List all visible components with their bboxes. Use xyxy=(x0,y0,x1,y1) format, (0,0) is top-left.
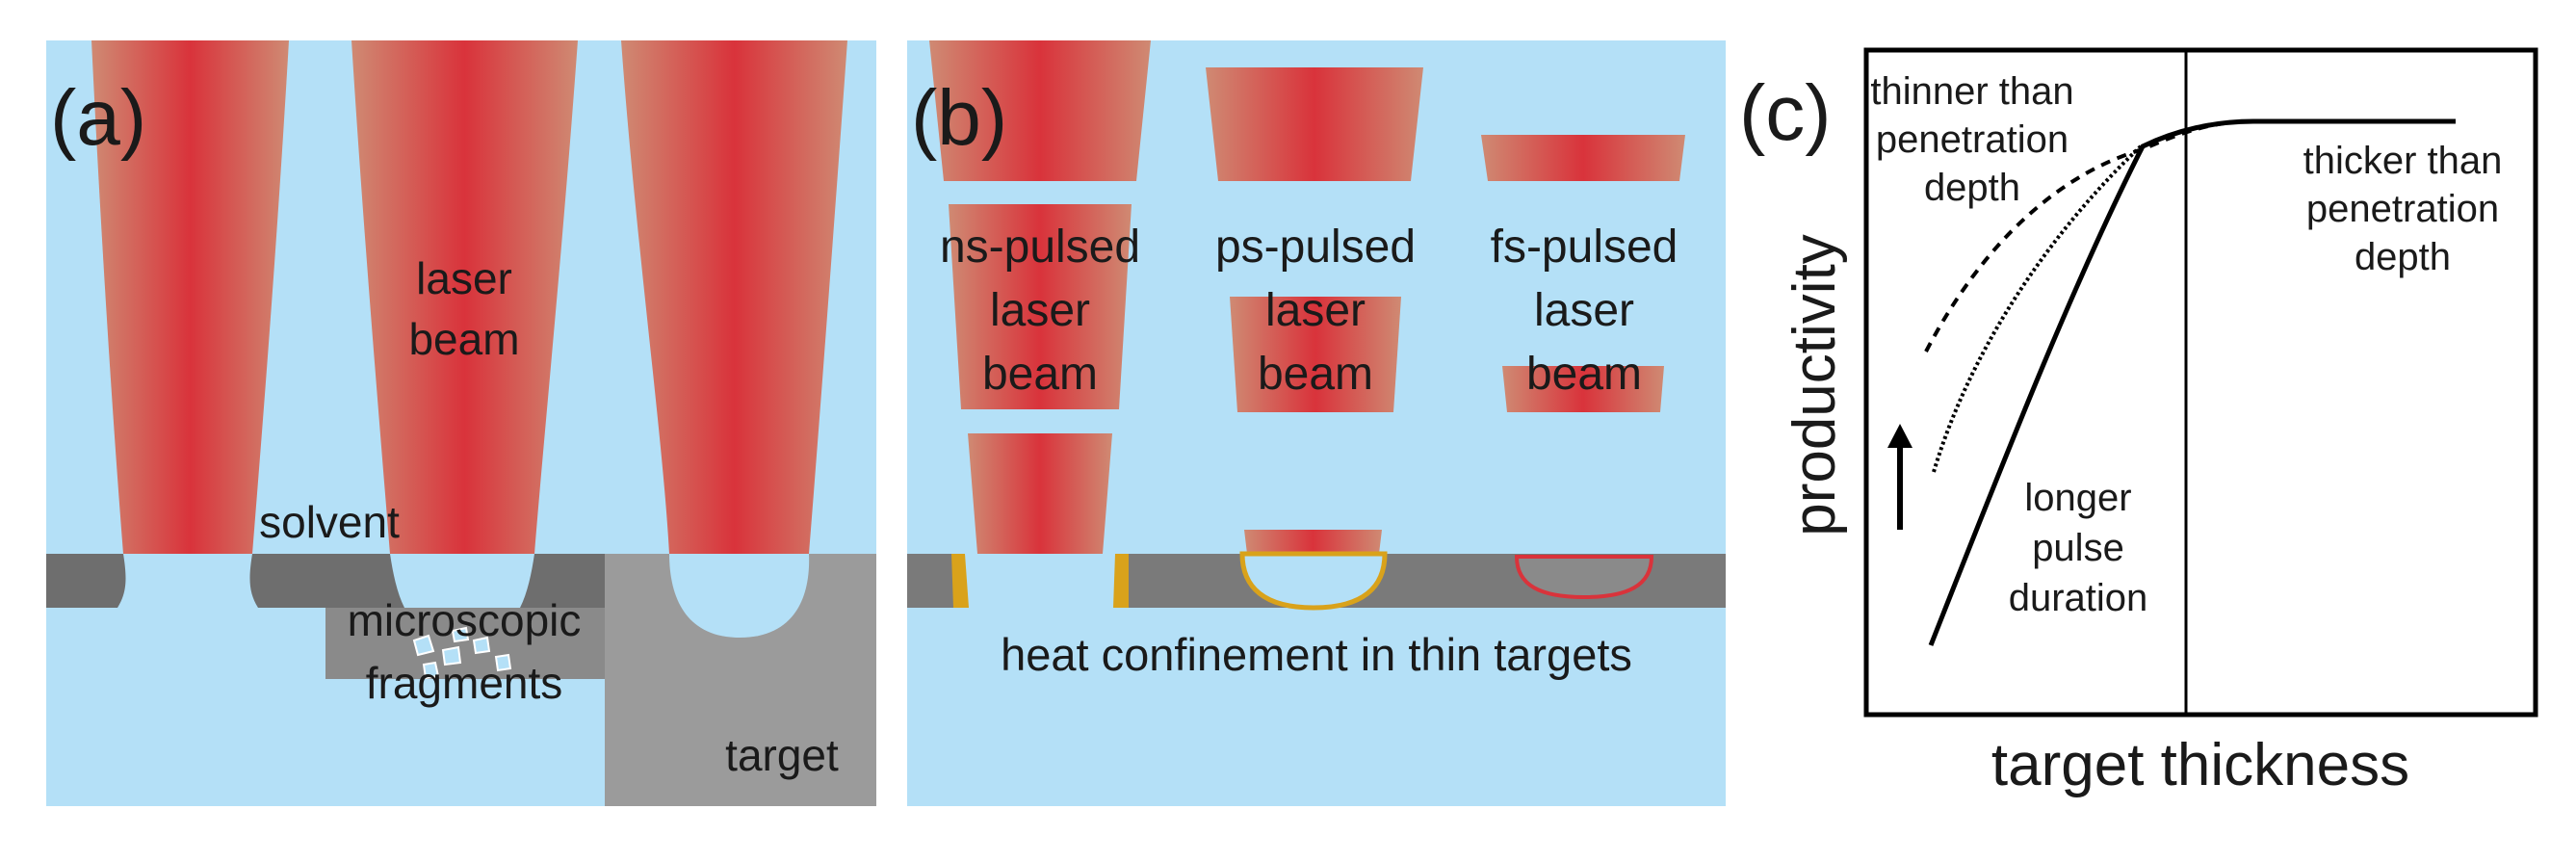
arrow-up-icon xyxy=(1887,424,1912,530)
thinner-annotation-line1: thinner than xyxy=(1870,70,2073,113)
fragment xyxy=(494,653,512,672)
thicker-annotation-line3: depth xyxy=(2355,236,2451,278)
ns-label-line3: beam xyxy=(982,349,1098,400)
thicker-annotation-line2: penetration xyxy=(2306,188,2499,230)
panel-b: (b) ns-pulsed laser beam ps-pulsed laser… xyxy=(907,40,1726,806)
laser-beam-right xyxy=(621,40,847,554)
laser-beam-middle xyxy=(351,40,578,554)
laser-beam-label-line1: laser xyxy=(416,253,512,303)
cavity-left xyxy=(117,554,258,608)
ns-label-line1: ns-pulsed xyxy=(940,222,1140,273)
ps-cavity xyxy=(1239,551,1388,611)
fragments-label-line1: microscopic xyxy=(348,595,582,645)
thinner-annotation-line3: depth xyxy=(1924,167,2020,209)
ps-pulse-segment xyxy=(1230,297,1401,412)
ps-label-line1: ps-pulsed xyxy=(1215,222,1416,273)
fragments-label-line2: fragments xyxy=(366,658,563,708)
laser-beam-left xyxy=(91,40,289,554)
ns-pulsed-beam xyxy=(929,40,1151,608)
plot-frame xyxy=(1863,47,2538,718)
ns-heat-affected-zone-left xyxy=(951,554,969,608)
panel-b-tag: (b) xyxy=(911,74,1007,162)
curve-long-pulse xyxy=(1928,118,2456,646)
x-axis-label: target thickness xyxy=(1991,732,2409,798)
ns-label-line2: laser xyxy=(990,285,1090,336)
thinner-annotation-line2: penetration xyxy=(1876,118,2069,161)
fragment xyxy=(412,634,435,657)
panel-b-caption: heat confinement in thin targets xyxy=(1001,629,1632,680)
cavity-right xyxy=(669,554,810,638)
ps-pulse-segment xyxy=(1206,67,1423,181)
ns-heat-affected-zone-right xyxy=(1113,554,1129,608)
target-label: target xyxy=(725,730,839,780)
fs-pulse-segment xyxy=(1481,135,1685,181)
longer-pulse-annotation-line1: longer xyxy=(2024,477,2131,519)
longer-pulse-annotation-line2: pulse xyxy=(2032,527,2124,569)
longer-pulse-annotation-line3: duration xyxy=(2009,577,2148,619)
thicker-annotation-line1: thicker than xyxy=(2303,140,2503,182)
thick-target-block xyxy=(605,679,876,806)
fragment xyxy=(441,645,462,666)
fragment xyxy=(472,636,491,655)
fs-cavity xyxy=(1514,555,1654,600)
solvent-label: solvent xyxy=(259,497,400,547)
ns-pulse-segment xyxy=(929,40,1151,181)
ps-label-line3: beam xyxy=(1258,349,1373,400)
fragment xyxy=(422,661,440,680)
microscopic-fragments xyxy=(412,626,512,680)
ns-cavity xyxy=(963,554,1119,608)
panel-c-tag: (c) xyxy=(1739,69,1832,157)
fragment xyxy=(451,626,470,643)
panel-c: (c) thinner than penetration depth thick… xyxy=(1739,47,2538,798)
ns-pulse-segment xyxy=(968,433,1112,554)
ps-label-line2: laser xyxy=(1265,285,1366,336)
fs-label-line1: fs-pulsed xyxy=(1491,222,1678,273)
cavity-middle xyxy=(390,554,534,608)
fs-pulse-segment xyxy=(1502,366,1664,412)
fragments-region xyxy=(325,608,605,679)
ns-pulse-segment xyxy=(949,204,1132,409)
fs-label-line2: laser xyxy=(1534,285,1634,336)
fs-label-line3: beam xyxy=(1526,349,1642,400)
laser-beam-label-line2: beam xyxy=(408,314,519,364)
ps-pulse-segment xyxy=(1244,530,1382,554)
panel-a: (a) laser beam solvent microscopic fragm… xyxy=(46,40,876,806)
ps-pulsed-beam xyxy=(1206,67,1423,611)
panel-a-tag: (a) xyxy=(50,74,146,162)
y-axis-label: productivity xyxy=(1782,234,1848,536)
fs-pulsed-beam xyxy=(1481,135,1685,600)
